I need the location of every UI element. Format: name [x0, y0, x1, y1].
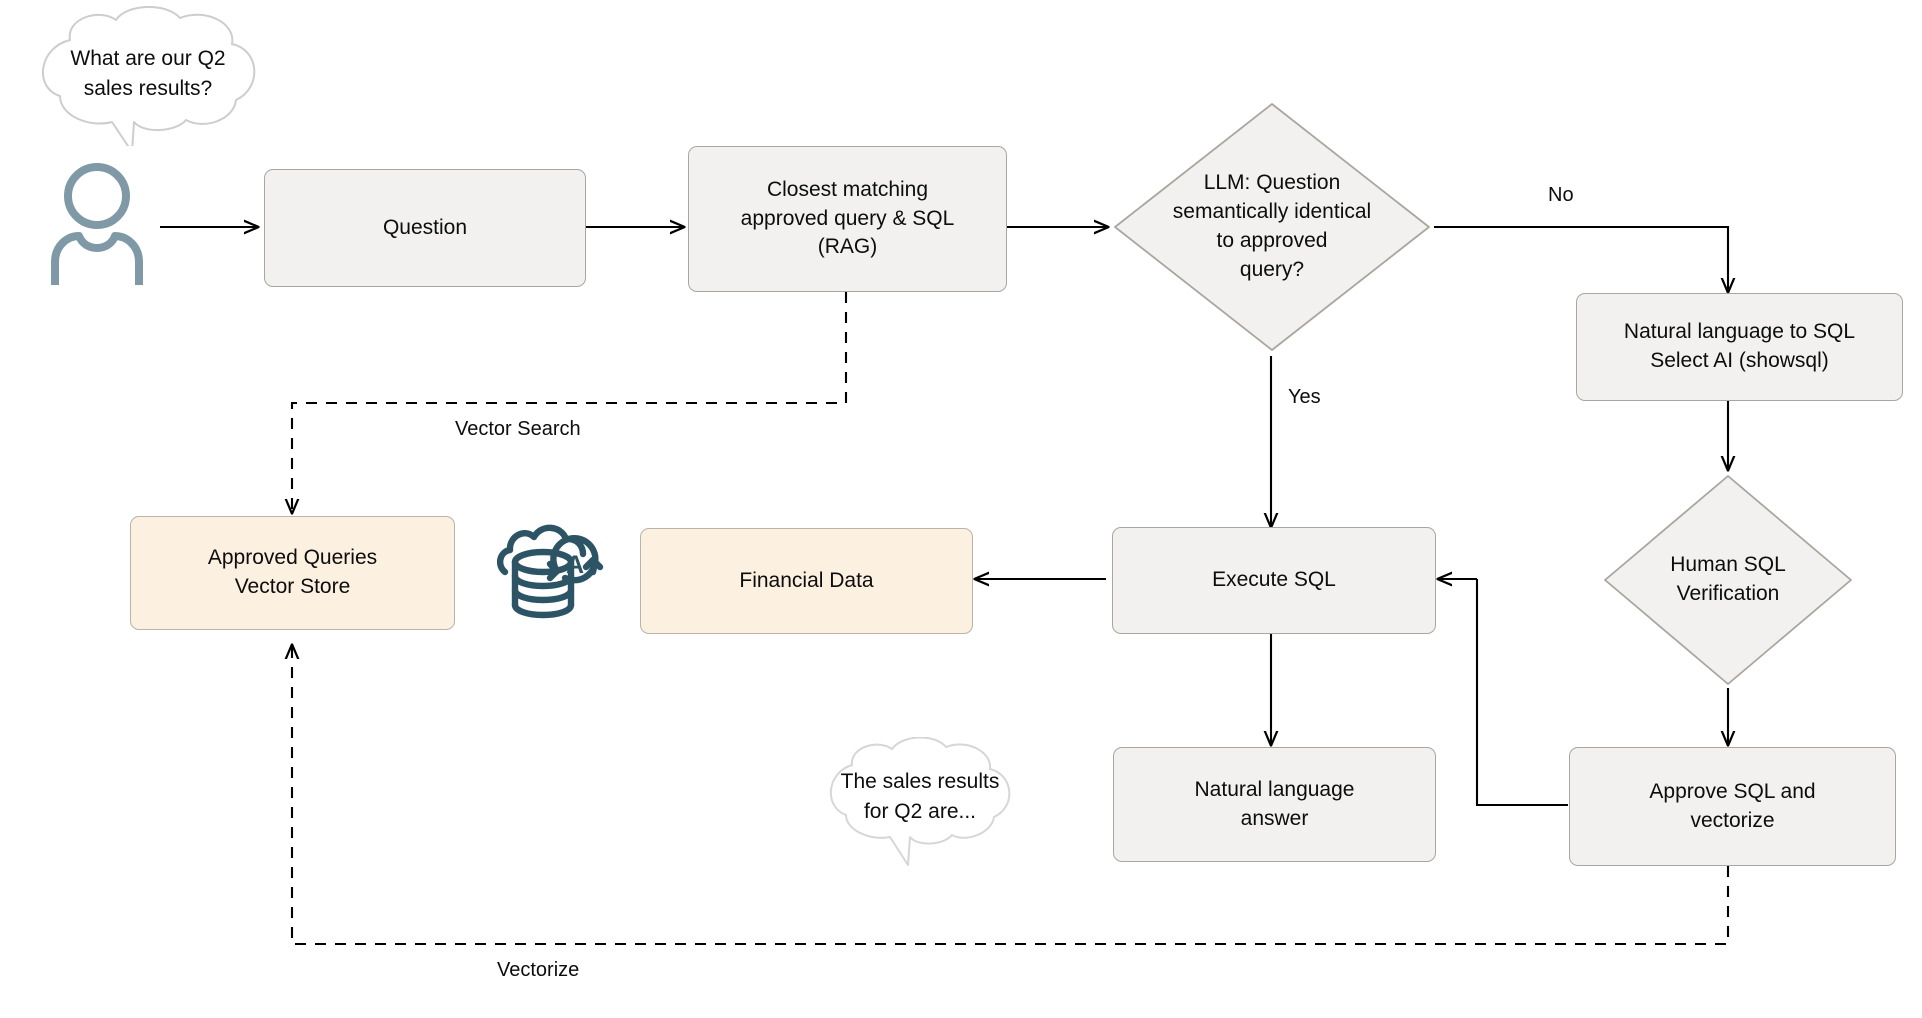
- edge-label-yes: Yes: [1288, 386, 1321, 408]
- node-closest-matching-query-rag-label: Closest matching approved query & SQL (R…: [740, 177, 955, 259]
- node-approve-sql-and-vectorize[interactable]: Approve SQL and vectorize: [1569, 747, 1896, 866]
- node-human-sql-verification[interactable]: Human SQL Verification: [1600, 471, 1856, 689]
- diamond-shape: [1114, 103, 1430, 351]
- speech-bubble-shape: [41, 5, 256, 153]
- autonomous-database-icon: A: [496, 520, 605, 624]
- diamond-shape: [1604, 475, 1852, 685]
- edge-rag-vectorsearch-to-vectorstore: [292, 292, 848, 513]
- person-icon: [51, 163, 143, 289]
- question-speech-bubble: What are our Q2 sales results?: [8, 5, 288, 153]
- autonomous-a-letter: A: [566, 551, 584, 579]
- node-question[interactable]: Question: [264, 169, 586, 287]
- node-financial-data-label: Financial Data: [739, 568, 874, 592]
- edge-label-vectorize: Vectorize: [497, 959, 580, 981]
- node-question-label: Question: [382, 215, 468, 239]
- autonomous-database-glyph: A: [496, 524, 604, 619]
- node-approved-queries-vector-store[interactable]: Approved Queries Vector Store: [130, 516, 455, 630]
- edge-approve-to-execute: [1475, 579, 1568, 807]
- node-llm-semantic-check[interactable]: LLM: Question semantically identical to …: [1110, 99, 1434, 355]
- user-avatar: [45, 160, 150, 289]
- edge-llmcheck-no-to-nl2sql: [1434, 225, 1728, 292]
- node-execute-sql[interactable]: Execute SQL: [1112, 527, 1436, 634]
- node-closest-matching-query-rag[interactable]: Closest matching approved query & SQL (R…: [688, 146, 1007, 292]
- node-approve-sql-and-vectorize-label: Approve SQL and vectorize: [1649, 779, 1816, 832]
- node-approved-queries-vector-store-label: Approved Queries Vector Store: [207, 546, 378, 598]
- node-execute-sql-label: Execute SQL: [1212, 568, 1336, 592]
- node-natural-language-to-sql-label: Natural language to SQL Select AI (shows…: [1623, 320, 1856, 372]
- node-natural-language-answer-label: Natural language answer: [1194, 777, 1355, 830]
- answer-bubble-shape: [830, 736, 1011, 866]
- edge-label-no: No: [1548, 184, 1574, 206]
- node-natural-language-to-sql[interactable]: Natural language to SQL Select AI (shows…: [1576, 293, 1903, 401]
- node-natural-language-answer[interactable]: Natural language answer: [1113, 747, 1436, 862]
- edge-label-vector-search: Vector Search: [455, 418, 581, 440]
- answer-speech-bubble: The sales results for Q2 are...: [800, 736, 1040, 867]
- node-financial-data[interactable]: Financial Data: [640, 528, 973, 634]
